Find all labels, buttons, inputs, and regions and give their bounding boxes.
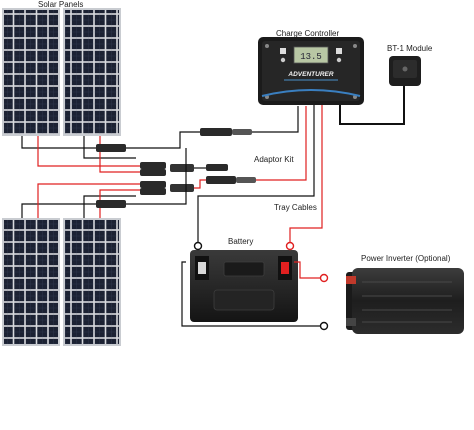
power-inverter-label: Power Inverter (Optional) [361, 254, 451, 263]
adaptor-kit-label: Adaptor Kit [254, 155, 294, 164]
solar-panels-label: Solar Panels [38, 0, 84, 9]
controller-reading: 13.5 [300, 52, 322, 62]
inverter-positive-terminal [346, 276, 356, 284]
battery [190, 250, 298, 322]
charge-controller: 13.5 ADVENTURER [258, 37, 364, 105]
branch-connectors [96, 144, 194, 208]
solar-panel-bottom-left [2, 218, 60, 346]
solar-status-icon [280, 48, 286, 54]
solar-panel-bottom-right [63, 218, 121, 346]
battery-label: Battery [228, 237, 254, 246]
tray-cables-label: Tray Cables [274, 203, 317, 212]
controller-lcd [293, 46, 329, 64]
power-inverter [346, 268, 464, 334]
adaptor-kit-connectors [200, 128, 256, 184]
battery-status-icon [336, 48, 342, 54]
controller-brand: ADVENTURER [287, 71, 333, 78]
controller-button-left[interactable] [280, 57, 286, 63]
bt1-module-label: BT-1 Module [387, 44, 433, 53]
bt1-module [389, 56, 421, 86]
battery-positive-terminal [281, 262, 289, 274]
charge-controller-label: Charge Controller [276, 29, 340, 38]
solar-panel-top-left [2, 8, 60, 136]
inverter-negative-terminal [346, 318, 356, 326]
controller-button-right[interactable] [336, 57, 342, 63]
battery-negative-terminal [198, 262, 206, 274]
solar-panel-top-right [63, 8, 121, 136]
